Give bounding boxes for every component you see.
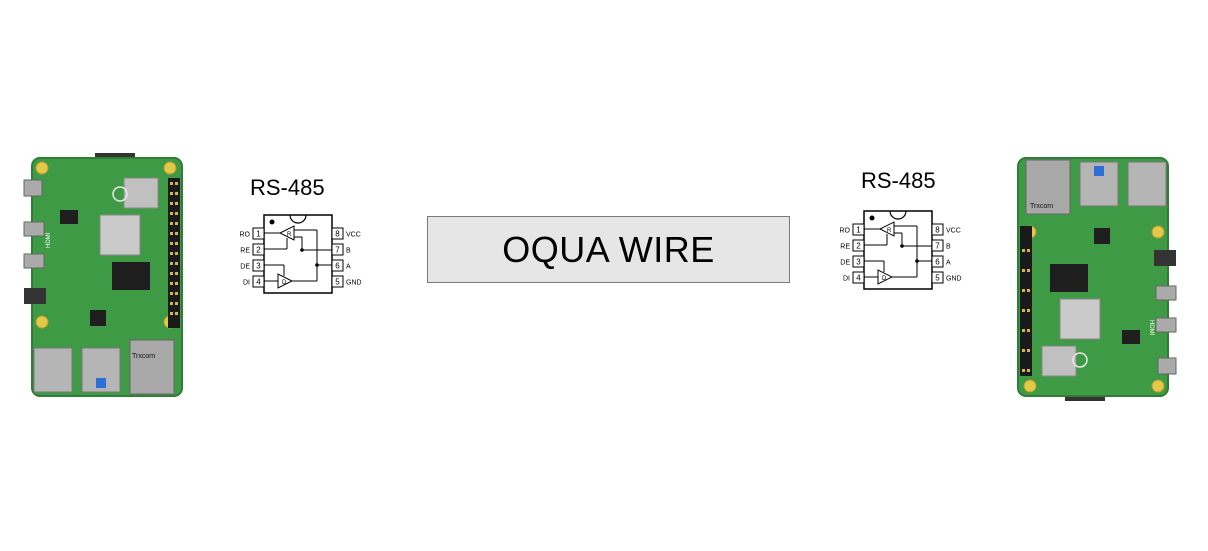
- left-pin-7-number: 7: [335, 246, 340, 255]
- right-rs485-title: RS-485: [861, 168, 936, 193]
- right-pin-3-number: 3: [856, 258, 861, 267]
- right-pin-re-label: RE: [840, 244, 850, 251]
- left-receiver-letter: R: [287, 232, 292, 238]
- left-pin-vcc-label: VCC: [346, 232, 361, 239]
- right-pin-6-number: 6: [935, 258, 940, 267]
- right-pin-b-label: B: [946, 244, 951, 251]
- left-pin-6-number: 6: [335, 262, 340, 271]
- left-pin-de-label: DE: [240, 264, 250, 271]
- raspberry-pi-left: Trxcom HDMI: [20, 150, 190, 405]
- left-pin-di-label: DI: [243, 280, 250, 287]
- left-driver-letter: D: [282, 280, 287, 286]
- left-pin-re-label: RE: [240, 248, 250, 255]
- left-pin-gnd-label: GND: [346, 280, 362, 287]
- right-driver-letter: D: [882, 276, 887, 282]
- board-left-brand: Trxcom: [132, 353, 155, 360]
- left-rs485-title: RS-485: [250, 175, 325, 200]
- right-pin-2-number: 2: [856, 242, 861, 251]
- left-pin-1-number: 1: [256, 230, 261, 239]
- oqua-wire-label: OQUA WIRE: [502, 228, 715, 270]
- left-pin-ro-label: RO: [240, 232, 251, 239]
- oqua-wire-box: OQUA WIRE: [427, 216, 790, 283]
- right-pin-8-number: 8: [935, 226, 940, 235]
- right-pin-di-label: DI: [843, 276, 850, 283]
- left-pin-a-label: A: [346, 264, 351, 271]
- right-pin-a-label: A: [946, 260, 951, 267]
- right-rs485-chip: 1 2 3 4 8 7 6 5 RO RE DE DI VCC B A GND: [822, 206, 972, 296]
- right-pin-4-number: 4: [856, 274, 861, 283]
- left-pin-8-number: 8: [335, 230, 340, 239]
- right-pin-gnd-label: GND: [946, 276, 962, 283]
- left-pin-4-number: 4: [256, 278, 261, 287]
- left-pin-b-label: B: [346, 248, 351, 255]
- right-pin-7-number: 7: [935, 242, 940, 251]
- right-receiver-letter: R: [887, 228, 892, 234]
- right-pin-de-label: DE: [840, 260, 850, 267]
- right-pin-1-number: 1: [856, 226, 861, 235]
- raspberry-pi-right: Trxcom HDMI: [1010, 150, 1180, 410]
- right-pin-5-number: 5: [935, 274, 940, 283]
- board-left-hdmi-text: HDMI: [46, 232, 52, 248]
- left-rs485-chip: 1 2 3 4 8 7 6 5 RO RE DE DI VCC B A GND: [232, 210, 372, 300]
- left-pin-2-number: 2: [256, 246, 261, 255]
- right-pin-vcc-label: VCC: [946, 228, 961, 235]
- left-pin-5-number: 5: [335, 278, 340, 287]
- board-right-hdmi-text: HDMI: [1148, 320, 1154, 336]
- board-right-brand: Trxcom: [1030, 203, 1053, 210]
- left-pin-3-number: 3: [256, 262, 261, 271]
- right-pin-ro-label: RO: [840, 228, 851, 235]
